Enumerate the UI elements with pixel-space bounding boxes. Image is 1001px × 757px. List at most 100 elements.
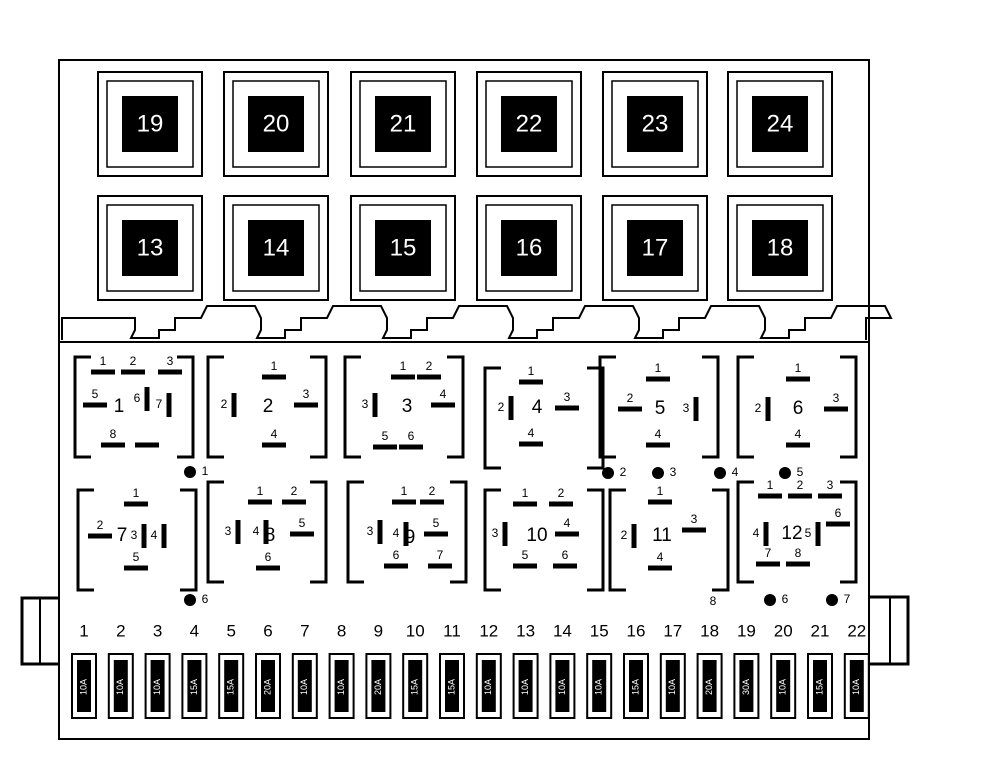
relay-position-8-pin-label-3: 3: [225, 524, 232, 538]
relay-position-3-pin-4: [431, 402, 455, 408]
relay-position-5-pin-label-1: 1: [655, 361, 662, 375]
fuse-7-element: [297, 660, 312, 712]
relay-position-12-pin-5: [815, 522, 821, 546]
relay-socket-21-inner-outline: [359, 80, 447, 168]
relay-position-3-pin-label-2: 2: [426, 359, 433, 373]
fuse-14-rating: 10A: [557, 679, 567, 695]
relay-position-10-number: 10: [526, 525, 547, 546]
relay-position-7-pin-label-3: 3: [131, 528, 138, 542]
relay-position-12-pin-label-3: 3: [827, 478, 834, 492]
relay-socket-19-label-block: [122, 96, 178, 152]
divider-strip: [61, 305, 893, 340]
relay-position-9-pin-2: [420, 499, 444, 505]
marker-label: 5: [797, 465, 804, 479]
relay-position-4-pin-label-2: 2: [498, 400, 505, 414]
relay-position-8-pin-4: [263, 520, 269, 544]
relay-position-3-pin-label-6: 6: [408, 429, 415, 443]
relay-socket-24-inner-outline: [736, 80, 824, 168]
fuse-4-rating: 15A: [189, 679, 199, 695]
relay-position-6-pin-label-2: 2: [755, 401, 762, 415]
relay-position-8-pin-3: [235, 520, 241, 544]
fuse-17: 17 10A: [659, 621, 686, 719]
relay-position-12-pin-label-2: 2: [797, 478, 804, 492]
relay-position-10-pin-label-6: 6: [562, 548, 569, 562]
fuse-17-rating: 10A: [667, 679, 677, 695]
relay-socket-19: 19: [97, 71, 203, 177]
relay-position-4-pin-2: [508, 396, 514, 420]
marker-4: 4: [714, 465, 739, 479]
relay-position-11-pin-label-1: 1: [657, 484, 664, 498]
fuse-7-rating: 10A: [299, 679, 309, 695]
marker-6: 6: [184, 592, 209, 606]
relay-position-3-pin-2: [417, 374, 441, 380]
fuse-14-element: [555, 660, 570, 712]
relay-position-7-pin-label-5: 5: [133, 550, 140, 564]
relay-socket-14-label: 14: [263, 234, 290, 261]
fuse-11-element: [445, 660, 459, 712]
relay-position-1-pin-label-3: 3: [167, 354, 174, 368]
relay-socket-14-label-block: [248, 220, 304, 276]
relay-position-10-pin-label-1: 1: [522, 486, 529, 500]
relay-position-5-pin-3: [693, 397, 699, 421]
relay-position-9-pin-6: [384, 563, 408, 569]
relay-socket-14-inner-outline: [232, 204, 320, 292]
relay-position-10-pin-label-2: 2: [558, 486, 565, 500]
relay-socket-22-label: 22: [516, 110, 543, 137]
relay-position-12-pin-label-4: 4: [753, 526, 760, 540]
relay-position-4-pin-4: [519, 441, 543, 447]
fuse-1-number: 1: [79, 621, 88, 640]
relay-socket-20-label-block: [248, 96, 304, 152]
relay-position-1-right-bracket: [177, 355, 195, 459]
relay-position-11-pin-3: [682, 527, 706, 533]
relay-position-12-left-bracket: [736, 480, 754, 584]
relay-position-2-pin-label-2: 2: [221, 397, 228, 411]
fuse-6-rating: 20A: [262, 679, 272, 695]
fuse-4-number: 4: [190, 621, 199, 640]
relay-position-10-pin-label-3: 3: [492, 526, 499, 540]
marker-dot: [184, 466, 196, 478]
relay-position-5-number: 5: [655, 398, 666, 419]
relay-position-10-left-bracket: [483, 488, 501, 592]
relay-position-3-pin-label-3: 3: [362, 397, 369, 411]
relay-position-11-right-bracket: [712, 488, 730, 592]
fuse-19-number: 19: [737, 621, 756, 640]
relay-position-10-pin-2: [549, 501, 573, 507]
relay-socket-13-label: 13: [137, 234, 164, 261]
marker-label: 7: [844, 592, 851, 606]
relay-socket-22: 22: [476, 71, 582, 177]
relay-position-9-pin-7: [428, 563, 452, 569]
relay-position-5-left-bracket: [598, 355, 616, 459]
relay-socket-23-label-block: [627, 96, 683, 152]
relay-position-12-pin-label-5: 5: [805, 526, 812, 540]
fuse-2-number: 2: [116, 621, 125, 640]
fuse-17-number: 17: [663, 621, 682, 640]
relay-position-2-number: 2: [263, 396, 274, 417]
relay-position-10-pin-1: [513, 501, 537, 507]
fuse-14-number: 14: [553, 621, 572, 640]
relay-position-1-pin-1: [91, 369, 115, 375]
relay-position-1-pin-label-7: 7: [156, 397, 163, 411]
relay-position-12-pin-label-8: 8: [795, 546, 802, 560]
fuse-8-number: 8: [337, 621, 346, 640]
relay-position-9-right-bracket: [450, 480, 468, 584]
fuse-18-rating: 20A: [704, 679, 714, 695]
relay-position-6-pin-label-1: 1: [795, 361, 802, 375]
relay-position-10-pin-6: [553, 563, 577, 569]
fuse-7-number: 7: [300, 621, 309, 640]
relay-position-9-pin-3: [377, 520, 383, 544]
fuse-9-rating: 20A: [373, 679, 383, 695]
relay-position-3-pin-label-1: 1: [400, 359, 407, 373]
relay-position-12-pin-8: [786, 561, 810, 567]
relay-socket-13-label-block: [122, 220, 178, 276]
fuse-5-rating: 15A: [226, 679, 236, 695]
relay-position-2-pin-4: [262, 442, 286, 448]
marker-9: 8: [710, 594, 717, 608]
relay-socket-22-inner-outline: [485, 80, 573, 168]
